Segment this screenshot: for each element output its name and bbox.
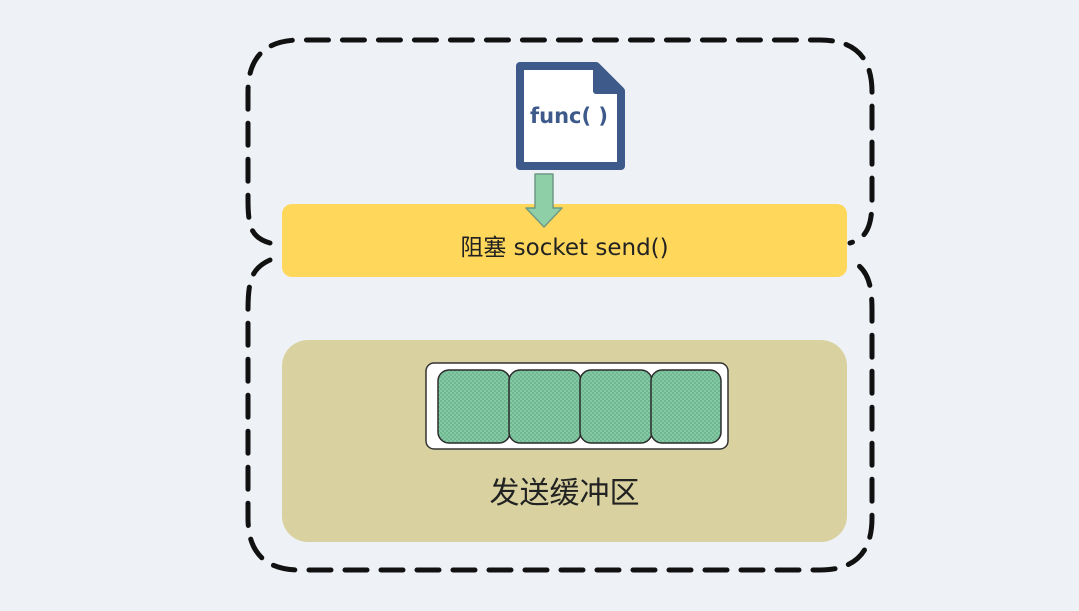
buffer-slot [650,369,722,444]
buffer-slot [437,369,511,444]
buffer-slots [437,369,722,444]
func-label: func( ) [530,104,608,128]
send-label: 阻塞 socket send() [460,235,669,261]
send-buffer-label: 发送缓冲区 [489,476,640,511]
send-bar [282,204,847,277]
buffer-slot [579,369,653,444]
down-arrow-icon [525,173,563,228]
lower-dashed-region [245,257,875,573]
buffer-slot [508,369,582,444]
file-icon [516,62,625,170]
upper-dashed-region [245,37,875,246]
